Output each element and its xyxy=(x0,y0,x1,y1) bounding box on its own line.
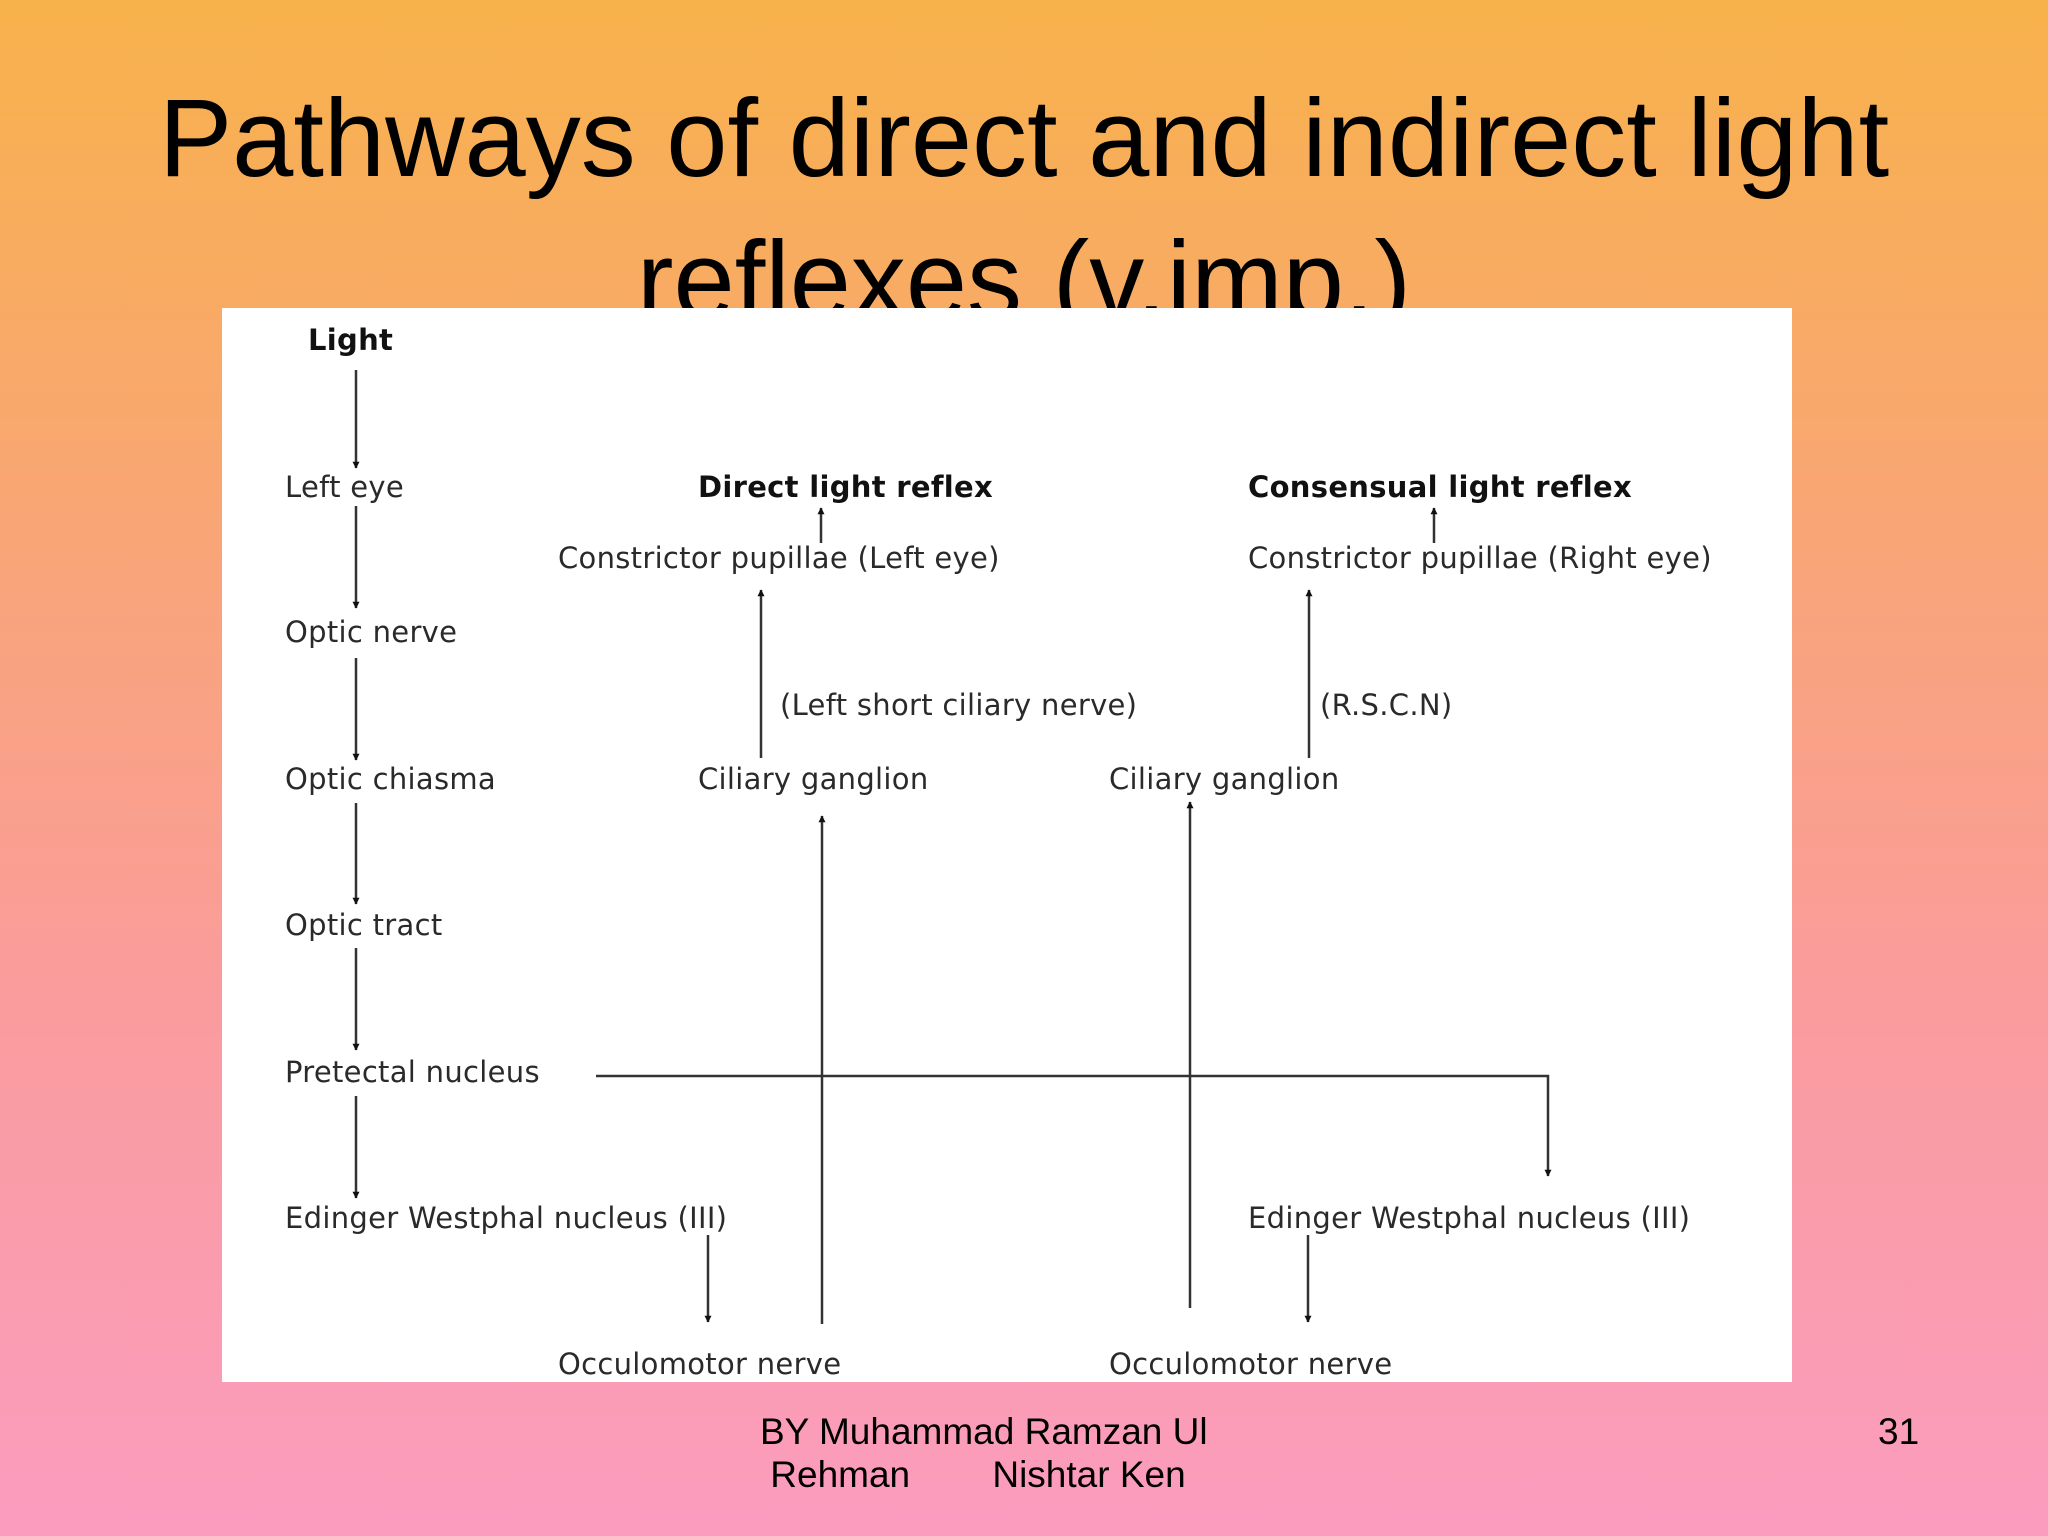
label-left-eye: Left eye xyxy=(285,470,405,504)
label-ew-nucleus-right: Edinger Westphal nucleus (III) xyxy=(1248,1201,1691,1235)
label-left-short-ciliary-nerve: (Left short ciliary nerve) xyxy=(780,688,1138,722)
slide-title-line-1: Pathways of direct and indirect light xyxy=(158,77,1890,200)
label-optic-nerve: Optic nerve xyxy=(285,615,458,649)
arrow-pretectal-to-ew-right xyxy=(596,1074,1552,1177)
label-oculomotor-left: Occulomotor nerve xyxy=(558,1347,842,1381)
label-ciliary-ganglion-left: Ciliary ganglion xyxy=(698,762,929,796)
slide-title: Pathways of direct and indirect light re… xyxy=(0,68,2048,352)
label-optic-chiasma: Optic chiasma xyxy=(285,762,497,796)
diagram-panel: Light Left eye Optic nerve Optic chiasma… xyxy=(222,308,1792,1382)
label-rscn: (R.S.C.N) xyxy=(1320,688,1453,722)
label-constrictor-right: Constrictor pupillae (Right eye) xyxy=(1248,541,1712,575)
diagram-arrows xyxy=(352,370,1552,1324)
label-light: Light xyxy=(308,323,394,357)
label-ciliary-ganglion-right: Ciliary ganglion xyxy=(1109,762,1340,796)
label-ew-nucleus-left: Edinger Westphal nucleus (III) xyxy=(285,1201,728,1235)
label-pretectal-nucleus: Pretectal nucleus xyxy=(285,1055,540,1089)
label-constrictor-left: Constrictor pupillae (Left eye) xyxy=(558,541,1000,575)
label-optic-tract: Optic tract xyxy=(285,908,443,942)
footer-author: BY Muhammad Ramzan Ul Rehman Nishtar Ken xyxy=(760,1410,1290,1496)
page-number: 31 xyxy=(1878,1411,1920,1452)
label-direct-light-reflex: Direct light reflex xyxy=(698,470,993,504)
label-consensual-light-reflex: Consensual light reflex xyxy=(1248,470,1632,504)
footer-line-2: Rehman Nishtar Ken xyxy=(760,1454,1186,1495)
footer-line-1: BY Muhammad Ramzan Ul xyxy=(760,1411,1208,1452)
label-oculomotor-right: Occulomotor nerve xyxy=(1109,1347,1393,1381)
